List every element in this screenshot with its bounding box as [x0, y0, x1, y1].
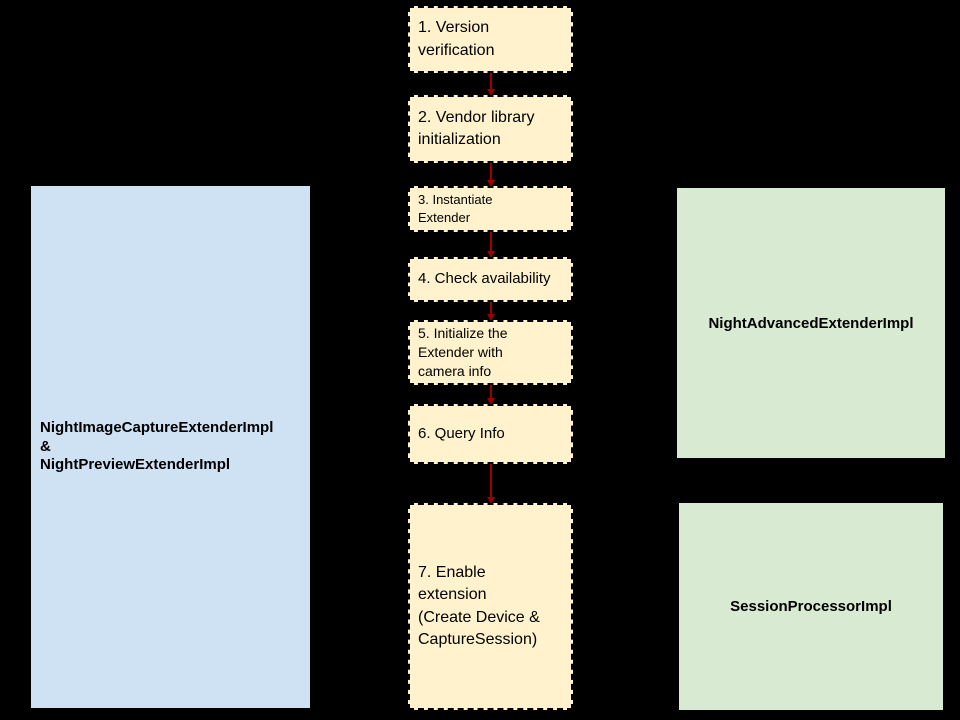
class-box-night-image-capture-preview: NightImageCaptureExtenderImpl & NightPre…	[31, 186, 310, 708]
flow-arrow-2	[486, 163, 495, 187]
flow-step-label: 4. Check availability	[418, 270, 551, 288]
arrow-line	[489, 302, 492, 314]
class-box-session-processor: SessionProcessorImpl	[679, 503, 943, 710]
arrow-down-icon	[486, 314, 495, 321]
class-box-label: SessionProcessorImpl	[730, 598, 892, 615]
flow-arrow-5	[486, 385, 495, 405]
arrow-line	[489, 232, 492, 251]
class-box-label: NightImageCaptureExtenderImpl & NightPre…	[40, 418, 274, 474]
flow-step-4-check-availability: 4. Check availability	[408, 257, 573, 302]
arrow-down-icon	[486, 251, 495, 258]
flow-step-label: 1. Version verification	[418, 19, 495, 59]
arrow-line	[489, 73, 492, 89]
flow-step-label: 2. Vendor library initialization	[418, 108, 535, 148]
flow-arrow-6	[486, 464, 495, 504]
flow-step-7-enable-extension: 7. Enable extension (Create Device & Cap…	[408, 503, 573, 710]
class-box-night-advanced-extender: NightAdvancedExtenderImpl	[677, 188, 945, 458]
flow-arrow-4	[486, 302, 495, 321]
flow-step-6-query-info: 6. Query Info	[408, 404, 573, 464]
arrow-line	[489, 464, 492, 497]
flow-step-label: 3. Instantiate Extender	[418, 192, 493, 225]
arrow-down-icon	[486, 497, 495, 504]
arrow-down-icon	[486, 180, 495, 187]
flow-arrow-1	[486, 73, 495, 96]
flow-step-1-version-verification: 1. Version verification	[408, 6, 573, 73]
flow-step-label: 6. Query Info	[418, 424, 505, 442]
flow-step-3-instantiate-extender: 3. Instantiate Extender	[408, 186, 573, 232]
flow-arrow-3	[486, 232, 495, 258]
class-box-label: NightAdvancedExtenderImpl	[708, 314, 914, 332]
flow-step-2-vendor-library-init: 2. Vendor library initialization	[408, 95, 573, 163]
arrow-down-icon	[486, 89, 495, 96]
arrow-line	[489, 385, 492, 398]
flow-step-label: 7. Enable extension (Create Device & Cap…	[418, 564, 540, 648]
flow-step-label: 5. Initialize the Extender with camera i…	[418, 324, 508, 380]
flow-step-5-initialize-extender: 5. Initialize the Extender with camera i…	[408, 320, 573, 385]
arrow-line	[489, 163, 492, 180]
arrow-down-icon	[486, 398, 495, 405]
